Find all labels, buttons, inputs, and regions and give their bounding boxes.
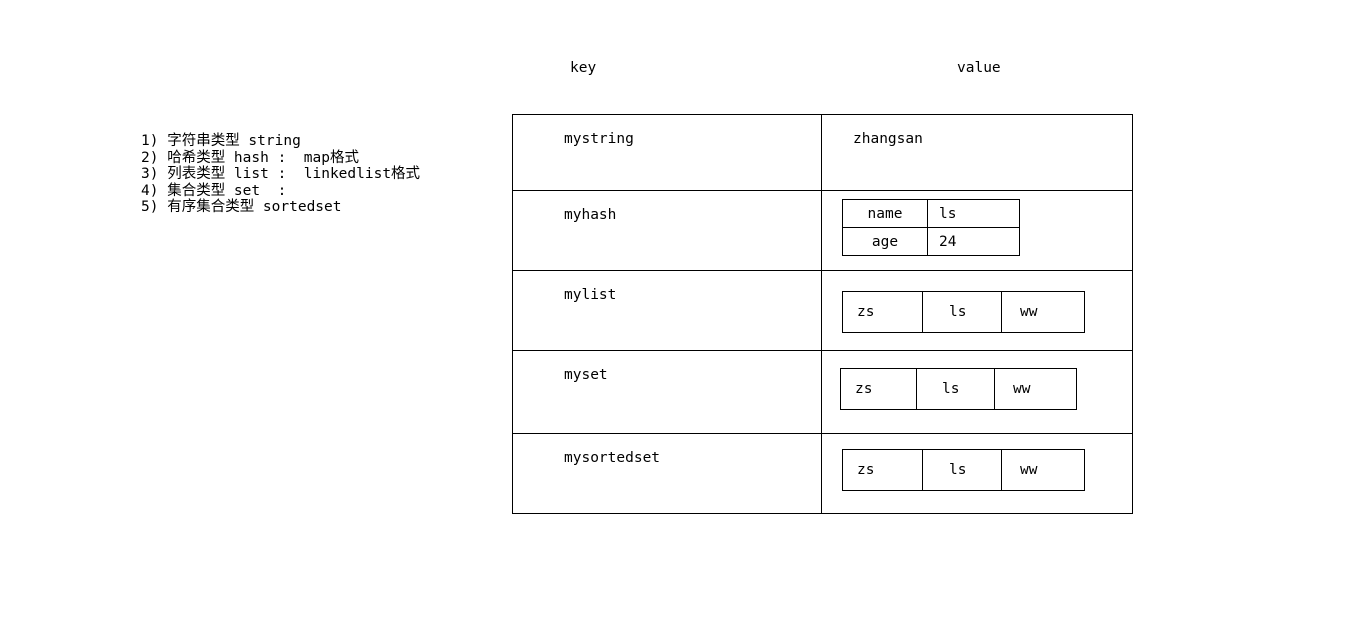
table-row: myhash name ls age 24 [513,191,1132,271]
sortedset-sequence-table: zs ls ww [842,449,1085,491]
data-type-notes-list: 1) 字符串类型 string 2) 哈希类型 hash : map格式 3) … [141,133,481,216]
list-item: ww [994,368,1077,410]
note-line-string: 1) 字符串类型 string [141,133,301,149]
table-cell-key: mysortedset [513,434,822,513]
table-cell-key: myset [513,351,822,433]
table-cell-value: zs ls ww [822,271,1132,350]
list-item: ls [916,368,995,410]
table-cell-key: mylist [513,271,822,350]
key-label: mylist [564,287,617,303]
hash-entry-row: age 24 [842,227,1020,256]
column-header-value: value [957,60,1001,76]
table-row: myset zs ls ww [513,351,1132,434]
hash-value: ls [927,199,1020,228]
key-label: myset [564,367,608,383]
hash-map-table: name ls age 24 [842,199,1020,256]
table-row: mystring zhangsan [513,115,1132,191]
note-line-set: 4) 集合类型 set : [141,182,287,199]
table-cell-key: mystring [513,115,822,190]
list-item: ww [1001,449,1085,491]
table-cell-value: name ls age 24 [822,191,1132,270]
list-item: ww [1001,291,1085,333]
set-sequence-table: zs ls ww [840,368,1077,410]
table-cell-key: myhash [513,191,822,270]
note-line-sortedset: 5) 有序集合类型 sortedset [141,199,342,215]
table-cell-value: zhangsan [822,115,1132,190]
table-row: mylist zs ls ww [513,271,1132,351]
note-line-list: 3) 列表类型 list : linkedlist格式 [141,166,421,182]
value-text: zhangsan [853,131,923,147]
table-cell-value: zs ls ww [822,351,1132,433]
key-label: mysortedset [564,450,661,466]
key-value-table: mystring zhangsan myhash name ls age 24 [512,114,1133,514]
list-item: zs [840,368,917,410]
list-item: zs [842,449,923,491]
list-item: ls [922,449,1002,491]
table-row: mysortedset zs ls ww [513,434,1132,513]
table-cell-value: zs ls ww [822,434,1132,513]
key-label: myhash [564,207,617,223]
column-header-key: key [570,60,597,76]
hash-field: age [842,227,928,256]
sequence-row: zs ls ww [840,368,1077,410]
list-sequence-table: zs ls ww [842,291,1085,333]
note-line-hash: 2) 哈希类型 hash : map格式 [141,149,359,166]
list-item: ls [922,291,1002,333]
list-item: zs [842,291,923,333]
hash-field: name [842,199,928,228]
hash-value: 24 [927,227,1020,256]
hash-entry-row: name ls [842,199,1020,228]
sequence-row: zs ls ww [842,449,1085,491]
key-label: mystring [564,131,634,147]
sequence-row: zs ls ww [842,291,1085,333]
